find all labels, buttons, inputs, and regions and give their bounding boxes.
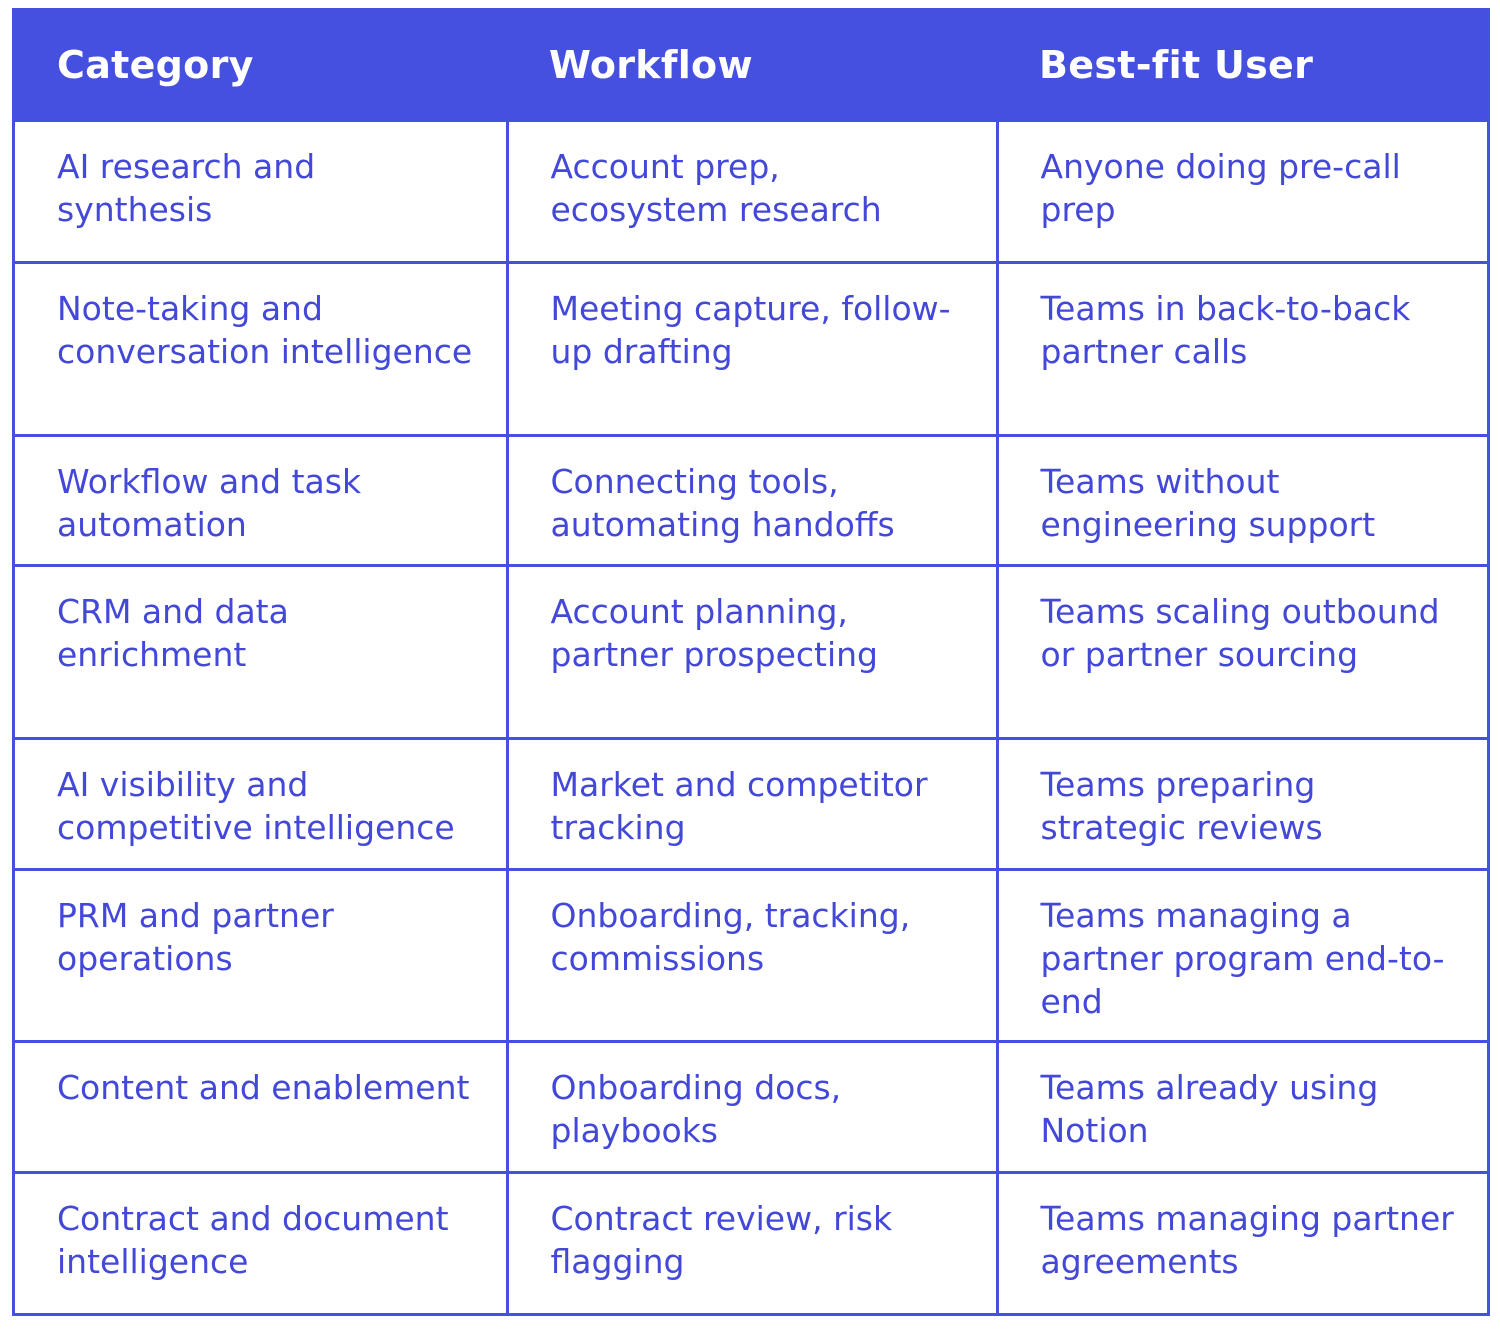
cell-workflow: Account prep, ecosystem research: [505, 122, 999, 265]
header-category: Category: [15, 8, 507, 122]
table-row: Contract and document intelligence Contr…: [15, 1170, 1487, 1313]
cell-category: Note-taking and conversation intelligenc…: [15, 261, 509, 437]
table-body: AI research and synthesis Account prep, …: [15, 122, 1487, 1313]
table-row: AI research and synthesis Account prep, …: [15, 122, 1487, 265]
cell-category: AI visibility and competitive intelligen…: [15, 737, 509, 871]
cell-best-fit-user: Teams in back-to-back partner calls: [995, 261, 1487, 437]
cell-category: AI research and synthesis: [15, 122, 509, 265]
cell-best-fit-user: Teams scaling outbound or partner sourci…: [995, 564, 1487, 741]
cell-category: CRM and data enrichment: [15, 564, 509, 741]
comparison-table: Category Workflow Best-fit User AI resea…: [15, 8, 1487, 1313]
cell-workflow: Onboarding, tracking, commissions: [505, 867, 999, 1044]
cell-best-fit-user: Teams preparing strategic reviews: [995, 737, 1487, 871]
table-row: Note-taking and conversation intelligenc…: [15, 261, 1487, 437]
header-row: Category Workflow Best-fit User: [15, 8, 1487, 122]
table-row: Workflow and task automation Connecting …: [15, 433, 1487, 568]
table-row: AI visibility and competitive intelligen…: [15, 737, 1487, 871]
cell-workflow: Meeting capture, follow-up drafting: [505, 261, 999, 437]
cell-workflow: Onboarding docs, playbooks: [505, 1040, 999, 1174]
cell-workflow: Account planning, partner prospecting: [505, 564, 999, 741]
cell-best-fit-user: Teams without engineering support: [995, 433, 1487, 568]
cell-best-fit-user: Teams already using Notion: [995, 1040, 1487, 1174]
cell-workflow: Connecting tools, automating handoffs: [505, 433, 999, 568]
comparison-table-container: Category Workflow Best-fit User AI resea…: [12, 8, 1490, 1316]
cell-best-fit-user: Teams managing partner agreements: [995, 1170, 1487, 1313]
cell-category: Contract and document intelligence: [15, 1170, 509, 1313]
cell-best-fit-user: Teams managing a partner program end-to-…: [995, 867, 1487, 1044]
cell-category: Workflow and task automation: [15, 433, 509, 568]
header-best-fit-user: Best-fit User: [997, 8, 1487, 122]
cell-category: Content and enablement: [15, 1040, 509, 1174]
cell-category: PRM and partner operations: [15, 867, 509, 1044]
header-workflow: Workflow: [507, 8, 997, 122]
table-header: Category Workflow Best-fit User: [15, 8, 1487, 122]
cell-workflow: Market and competitor tracking: [505, 737, 999, 871]
cell-best-fit-user: Anyone doing pre-call prep: [995, 122, 1487, 265]
cell-workflow: Contract review, risk flagging: [505, 1170, 999, 1313]
table-row: CRM and data enrichment Account planning…: [15, 564, 1487, 741]
table-row: Content and enablement Onboarding docs, …: [15, 1040, 1487, 1174]
table-row: PRM and partner operations Onboarding, t…: [15, 867, 1487, 1044]
